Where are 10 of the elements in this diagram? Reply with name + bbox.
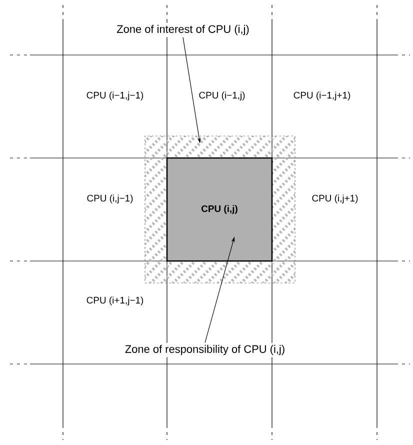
callout-text: Zone of responsibility of CPU (i,j): [122, 342, 288, 358]
responsibility-zone: CPU (i,j): [166, 157, 273, 262]
callout-text: Zone of interest of CPU (i,j): [114, 22, 252, 38]
cell-label: CPU (i+1,j−1): [85, 296, 145, 306]
cell-label: CPU (i,j−1): [86, 194, 134, 204]
interest-zone: [144, 136, 296, 284]
cell-label: CPU (i,j+1): [310, 194, 360, 204]
cell-label: CPU (i−1,j): [198, 90, 246, 102]
cell-label: CPU (i−1,j+1): [292, 90, 352, 102]
cell-label: CPU (i−1,j−1): [85, 90, 145, 102]
